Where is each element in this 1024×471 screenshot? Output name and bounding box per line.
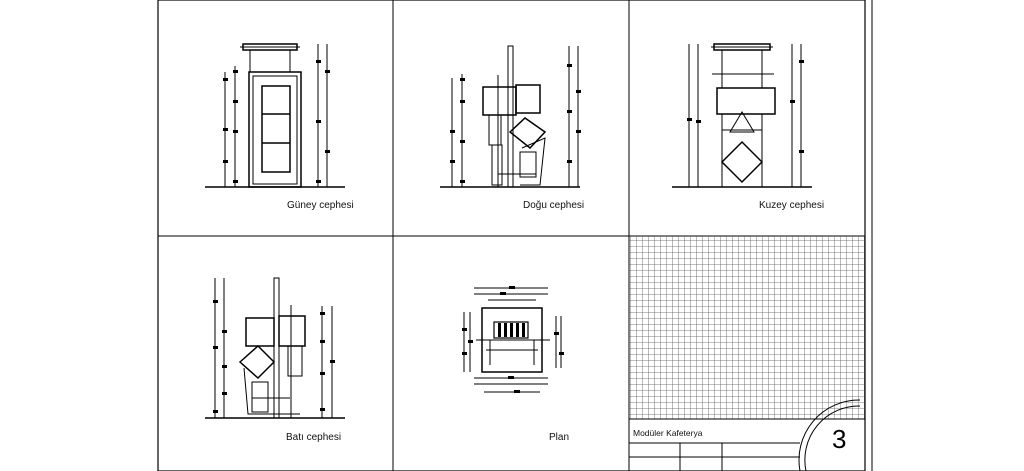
north-elevation-drawing	[672, 43, 812, 188]
east-elevation-label: Doğu cephesi	[523, 200, 585, 211]
title-block	[629, 399, 865, 471]
west-elevation-label: Batı cephesi	[286, 432, 342, 443]
west-elevation-drawing	[205, 277, 345, 419]
south-elevation-drawing	[205, 43, 345, 188]
north-elevation-label: Kuzey cephesi	[759, 200, 825, 211]
plan-label: Plan	[549, 432, 570, 443]
south-elevation-label: Güney cephesi	[287, 200, 354, 211]
sheet-number: 3	[832, 424, 847, 454]
plan-drawing	[462, 286, 564, 393]
east-elevation-drawing	[440, 45, 581, 188]
grid-sheet-area	[629, 236, 865, 419]
project-name: Modüler Kafeterya	[633, 428, 703, 438]
